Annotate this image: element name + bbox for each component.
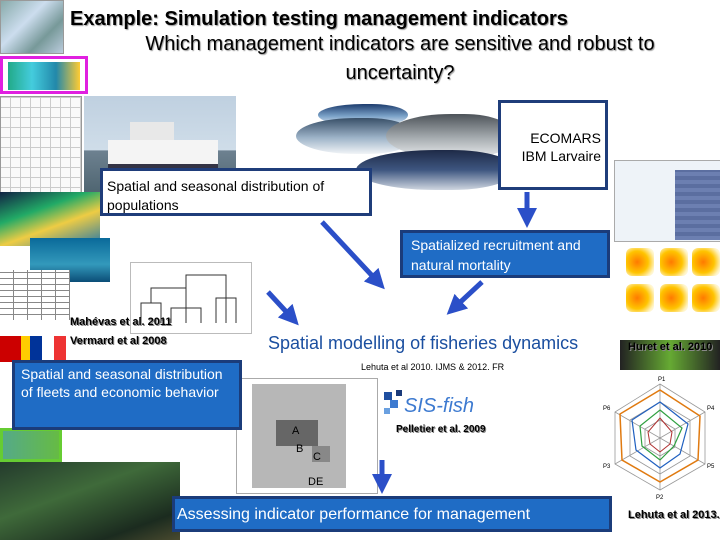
fishing-gear-image: [0, 192, 100, 246]
recruitment-heatmaps-image: [620, 244, 720, 340]
heatmap-cell: [626, 284, 654, 312]
zone-c-area: [312, 446, 330, 462]
heatmap-cell: [692, 284, 720, 312]
huret-reference: Huret et al. 2010: [628, 341, 713, 353]
radar-axis-label: P1: [658, 377, 666, 383]
dendrogram-icon: [140, 274, 237, 323]
data-table-image: [0, 270, 70, 320]
ecomars-box: ECOMARS IBM Larvaire: [498, 100, 608, 190]
heatmap-cell: [692, 248, 720, 276]
logo-text: SIS-fish: [404, 395, 474, 417]
heatmap-cell: [660, 248, 688, 276]
radar-axis-label: P6: [603, 406, 611, 412]
vermard-reference: Vermard et al 2008: [70, 335, 167, 347]
modelling-title: Spatial modelling of fisheries dynamics: [264, 330, 578, 356]
zone-a-label: A: [292, 425, 300, 437]
radar-axis-label: P5: [707, 464, 715, 470]
zone-c-label: C: [313, 451, 321, 463]
indicator-assessment-box: Assessing indicator performance for mana…: [172, 496, 612, 532]
radar-chart-image: P1 P4 P5 P2 P3 P6: [603, 377, 715, 501]
slide-subtitle: Which management indicators are sensitiv…: [145, 33, 655, 84]
zone-b-label: B: [296, 443, 304, 455]
arrow-population-to-recruitment: [320, 220, 385, 290]
heatmap-cell: [626, 248, 654, 276]
france-flag-image: [30, 336, 66, 362]
slide-title: Example: Simulation testing management i…: [70, 8, 568, 30]
radar-axis-label: P3: [603, 464, 611, 470]
tuna-image: [356, 150, 516, 190]
sis-fish-logo: SIS-fish: [384, 390, 474, 417]
modelling-reference: Lehuta et al 2010. IJMS & 2012. FR: [361, 362, 505, 372]
dendrogram-image: [130, 262, 252, 334]
recruitment-box: Spatialized recruitment and natural mort…: [400, 230, 610, 278]
arrow-to-modelling-right: [446, 280, 484, 315]
seabed-fish-image: [0, 462, 180, 540]
lehuta-2013-reference: Lehuta et al 2013.: [628, 509, 720, 521]
zone-a-area: [276, 420, 318, 446]
vessel-hull: [108, 140, 218, 170]
sea-grid-image: [675, 170, 720, 240]
survey-grid-image: [0, 96, 82, 208]
radar-axis-label: P2: [656, 495, 664, 501]
dark-strip-image: [620, 340, 720, 370]
arrow-to-modelling-left: [266, 290, 299, 326]
fish-photo-image: [0, 0, 64, 54]
mahevas-reference: Mahévas et al. 2011: [70, 316, 172, 328]
heatmap-cell: [660, 284, 688, 312]
population-distribution-box: Spatial and seasonal distribution of pop…: [100, 168, 372, 216]
vessel-cabin: [130, 122, 174, 140]
fish-school-image: [8, 62, 80, 90]
radar-axis-label: P4: [707, 406, 715, 412]
fleets-distribution-box: Spatial and seasonal distribution of fle…: [12, 360, 242, 430]
pelletier-reference: Pelletier et al. 2009: [396, 424, 486, 435]
modelling-label: Spatial modelling of fisheries dynamics: [268, 333, 579, 353]
zone-de-label: DE: [308, 476, 324, 488]
